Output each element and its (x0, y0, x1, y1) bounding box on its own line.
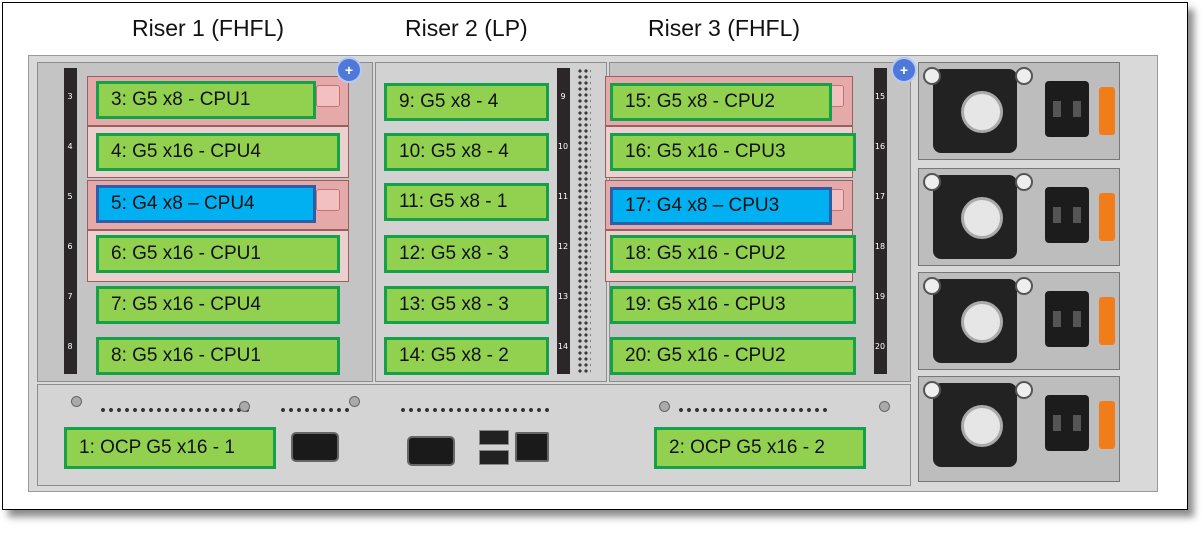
slot-10-label: 10: G5 x8 - 4 (384, 133, 549, 171)
slot-12-label: 12: G5 x8 - 3 (384, 235, 549, 273)
vent-holes (399, 406, 549, 414)
slot-4-label: 4: G5 x16 - CPU4 (96, 133, 340, 171)
slot-number: 8 (67, 342, 73, 351)
screw (239, 401, 250, 412)
slot-3-label: 3: G5 x8 - CPU1 (96, 81, 316, 119)
riser-2-title: Riser 2 (LP) (405, 15, 528, 41)
usb-port (479, 430, 509, 445)
slot-8-label: 8: G5 x16 - CPU1 (96, 337, 340, 375)
vent-holes (279, 406, 349, 414)
serial-port (291, 432, 339, 462)
slot-11-label: 11: G5 x8 - 1 (384, 183, 549, 221)
slot-15-label: 15: G5 x8 - CPU2 (610, 83, 832, 121)
slot-number: 17 (874, 192, 886, 201)
slot-17-label: 17: G4 x8 – CPU3 (610, 187, 832, 225)
slot-number: 9 (560, 92, 566, 101)
slot-5-label: 5: G4 x8 – CPU4 (96, 185, 316, 223)
power-supply-3 (918, 272, 1120, 370)
slot-20-label: 20: G5 x16 - CPU2 (610, 337, 856, 375)
power-supply-2 (918, 168, 1120, 266)
slot-number-strip (874, 68, 887, 374)
screw (349, 396, 360, 407)
riser-1-title: Riser 1 (FHFL) (132, 15, 285, 41)
slot-number: 18 (874, 242, 886, 251)
slot-14-label: 14: G5 x8 - 2 (384, 337, 549, 375)
slot-number: 15 (874, 92, 886, 101)
slot-6-label: 6: G5 x16 - CPU1 (96, 235, 340, 273)
power-supply-1 (918, 62, 1120, 160)
slot-16-label: 16: G5 x16 - CPU3 (610, 133, 856, 171)
slot-number: 5 (67, 192, 73, 201)
slot-number-strip (64, 68, 77, 374)
slot-number: 6 (67, 242, 73, 251)
slot-number: 14 (557, 342, 569, 351)
ocp-slot-1-label: 1: OCP G5 x16 - 1 (64, 427, 276, 469)
slot-7-label: 7: G5 x16 - CPU4 (96, 286, 340, 324)
slot-9-label: 9: G5 x8 - 4 (384, 83, 549, 121)
slot-number: 7 (67, 292, 73, 301)
usb-port (479, 450, 509, 465)
slot-19-label: 19: G5 x16 - CPU3 (610, 286, 856, 324)
ethernet-port (515, 432, 549, 462)
screw (71, 396, 82, 407)
slot-13-label: 13: G5 x8 - 3 (384, 286, 549, 324)
vent-holes (677, 406, 827, 414)
slot-number: 16 (874, 142, 886, 151)
slot-18-label: 18: G5 x16 - CPU2 (610, 235, 856, 273)
slot-number: 20 (874, 342, 886, 351)
slot-number: 13 (557, 292, 569, 301)
vent-holes (99, 406, 249, 414)
slot-number: 10 (557, 142, 569, 151)
vent-grille (577, 68, 591, 374)
riser-release-icon[interactable]: + (891, 57, 917, 83)
ocp-slot-2-label: 2: OCP G5 x16 - 2 (654, 427, 866, 469)
slot-number: 3 (67, 92, 73, 101)
power-supply-4 (918, 376, 1120, 482)
riser-3-title: Riser 3 (FHFL) (648, 15, 801, 41)
screw (659, 401, 670, 412)
slot-number: 11 (557, 192, 569, 201)
screw (879, 401, 890, 412)
riser-release-icon[interactable]: + (336, 57, 362, 83)
slot-number: 4 (67, 142, 73, 151)
vga-port (407, 436, 455, 466)
slot-number: 12 (557, 242, 569, 251)
slot-number-strip (557, 68, 570, 374)
slot-number: 19 (874, 292, 886, 301)
